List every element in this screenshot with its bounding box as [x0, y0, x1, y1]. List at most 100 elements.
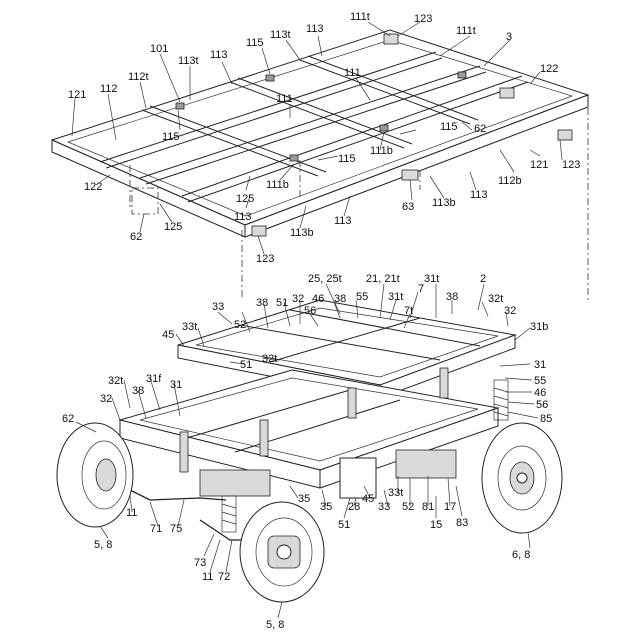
label-31t-a: 31t [424, 273, 439, 285]
label-115-b: 115 [162, 131, 180, 143]
label-25-25t: 25, 25t [308, 273, 342, 285]
label-46-a: 46 [312, 293, 324, 305]
post-d [440, 368, 448, 398]
label-46-b: 46 [534, 387, 546, 399]
label-122-a: 122 [540, 63, 558, 75]
bracket-63 [402, 170, 418, 180]
label-112t: 112t [128, 71, 149, 83]
bracket-115-d [380, 125, 388, 131]
label-113t-b: 113t [178, 55, 199, 67]
label-45-a: 45 [162, 329, 174, 341]
label-11-b: 11 [202, 571, 213, 583]
label-31b: 31b [530, 321, 548, 333]
label-111-a: 111 [344, 67, 361, 79]
label-121-b: 121 [530, 159, 548, 171]
label-55-a: 55 [356, 291, 368, 303]
corner-foot-d [252, 226, 266, 236]
suspension-spring-front [222, 496, 236, 532]
label-72: 72 [218, 571, 230, 583]
bracket-115-c [290, 155, 298, 161]
label-56-b: 56 [536, 399, 548, 411]
label-125-a: 125 [236, 193, 254, 205]
label-111b-a: 111b [370, 145, 393, 157]
corner-foot-c [558, 130, 572, 140]
label-7t: 7t [404, 305, 413, 317]
wheel-front-left [240, 502, 324, 602]
wheel-rear-right [482, 423, 562, 533]
label-121-a: 121 [68, 89, 86, 101]
bracket-115-e [458, 72, 466, 78]
label-113-c: 113 [470, 189, 488, 201]
drive-unit-left [200, 470, 270, 496]
label-32t-c: 32t [108, 375, 123, 387]
label-38-b: 38 [334, 293, 346, 305]
label-5-8-a: 5, 8 [94, 539, 112, 551]
post-c [348, 388, 356, 418]
label-73: 73 [194, 557, 206, 569]
label-113-d: 113 [234, 211, 252, 223]
label-33-a: 33 [212, 301, 224, 313]
label-32-a: 32 [292, 293, 304, 305]
label-62-c: 62 [62, 413, 74, 425]
label-32-b: 32 [504, 305, 516, 317]
label-6-8: 6, 8 [512, 549, 530, 561]
label-2: 2 [480, 273, 486, 285]
label-115-a: 115 [246, 37, 264, 49]
label-35-a: 35 [298, 493, 310, 505]
label-113b-b: 113b [290, 227, 314, 239]
label-35-b: 35 [320, 501, 332, 513]
label-112b: 112b [498, 175, 522, 187]
label-33-b: 33 [378, 501, 390, 513]
label-7: 7 [418, 283, 424, 295]
label-51-b: 51 [240, 359, 252, 371]
label-75: 75 [170, 523, 182, 535]
battery-28 [340, 458, 376, 498]
label-63: 63 [402, 201, 414, 213]
label-32t-a: 32t [488, 293, 503, 305]
label-115-d: 115 [338, 153, 356, 165]
label-5-8-b: 5, 8 [266, 619, 284, 631]
label-45-b: 45 [362, 493, 374, 505]
post-a [180, 432, 188, 472]
label-56-a: 56 [304, 305, 316, 317]
label-28: 28 [348, 501, 360, 513]
label-62-b: 62 [130, 231, 142, 243]
label-33t-b: 33t [388, 487, 403, 499]
label-113-e: 113 [334, 215, 352, 227]
label-115-c: 115 [440, 121, 458, 133]
label-31-a: 31 [534, 359, 546, 371]
label-15: 15 [430, 519, 442, 531]
label-62-a: 62 [474, 123, 486, 135]
label-112: 112 [100, 83, 118, 95]
label-101: 101 [150, 43, 168, 55]
label-38-c: 38 [446, 291, 458, 303]
label-38-a: 38 [256, 297, 268, 309]
label-85: 85 [540, 413, 552, 425]
label-51-a: 51 [276, 297, 288, 309]
corner-foot-b [500, 88, 514, 98]
label-71: 71 [150, 523, 162, 535]
label-125-b: 125 [164, 221, 182, 233]
label-52-b: 52 [402, 501, 414, 513]
label-113b-a: 113b [432, 197, 456, 209]
bracket-115-b [266, 75, 274, 81]
label-81: 81 [422, 501, 434, 513]
wheel-rear-left [57, 423, 133, 527]
label-122-b: 122 [84, 181, 102, 193]
label-31-b: 31 [170, 379, 182, 391]
bracket-115-a [176, 103, 184, 109]
label-111t-a: 111t [350, 11, 370, 23]
label-33t-a: 33t [182, 321, 197, 333]
post-b [260, 420, 268, 456]
label-51-c: 51 [338, 519, 350, 531]
label-123-a: 123 [414, 13, 432, 25]
label-113-a: 113 [306, 23, 324, 35]
label-11-a: 11 [126, 507, 137, 519]
label-21-21t: 21, 21t [366, 273, 400, 285]
label-113t-a: 113t [270, 29, 291, 41]
top-module-frame [178, 300, 515, 385]
label-83: 83 [456, 517, 468, 529]
label-3: 3 [506, 31, 512, 43]
corner-foot-a [384, 34, 398, 44]
